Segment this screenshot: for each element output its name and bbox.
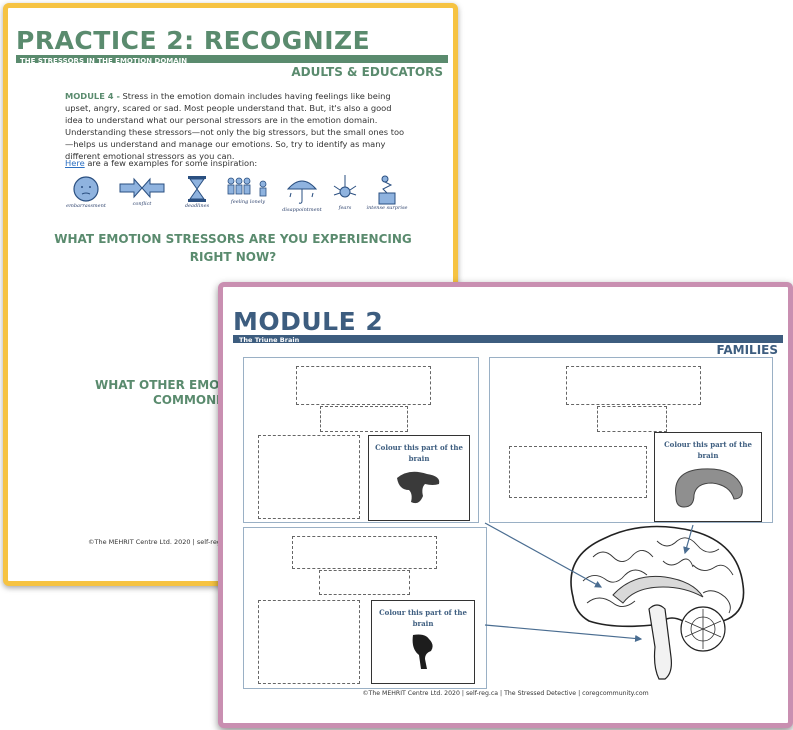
back-page-footer: ©The MEHRIT Centre Ltd. 2020 | self-reg.… <box>88 538 231 546</box>
module-label: MODULE 4 - <box>65 91 120 101</box>
jack-in-box-icon: intense surprise <box>363 175 411 211</box>
front-page-subtitle: The Triune Brain <box>239 336 300 344</box>
module-description: MODULE 4 - Stress in the emotion domain … <box>65 90 410 162</box>
icon-label: fears <box>338 205 352 211</box>
colour-prompt-label: Colour this part of the brain <box>375 443 463 463</box>
hourglass-icon: deadlines <box>177 175 217 209</box>
answer-box[interactable] <box>597 406 667 432</box>
answer-box[interactable] <box>258 435 360 519</box>
spider-icon: fears <box>331 175 359 211</box>
brain-panel-1: Colour this part of the brain <box>243 357 479 523</box>
colour-prompt-box: Colour this part of the brain <box>368 435 470 521</box>
brain-panel-3: Colour this part of the brain <box>243 527 487 689</box>
stressor-icons-row: embarrassment conflict deadlines feeling… <box>65 175 410 220</box>
umbrella-rain-icon: disappointment <box>279 175 325 213</box>
blushing-face-icon: embarrassment <box>65 175 107 209</box>
here-link[interactable]: Here <box>65 158 85 168</box>
back-title-bar <box>16 55 448 63</box>
icon-label: feeling lonely <box>230 199 266 205</box>
answer-box[interactable] <box>296 366 431 405</box>
icon-label: deadlines <box>184 203 210 209</box>
front-audience-label: FAMILIES <box>716 343 778 357</box>
limbic-system-icon <box>397 471 440 504</box>
front-title-bar <box>233 335 783 343</box>
question-other-stressors-line1: WHAT OTHER EMOTI <box>95 378 233 392</box>
answer-box[interactable] <box>292 536 437 569</box>
question-other-stressors-line2: COMMONLY <box>153 393 231 407</box>
colour-prompt-box: Colour this part of the brain <box>654 432 762 522</box>
lonely-people-icon: feeling lonely <box>223 175 273 205</box>
colour-prompt-box: Colour this part of the brain <box>371 600 475 684</box>
icon-label: intense surprise <box>366 205 408 211</box>
answer-box[interactable] <box>509 446 647 498</box>
module-paragraph: Stress in the emotion domain includes ha… <box>65 91 405 161</box>
front-page-title: MODULE 2 <box>233 307 384 336</box>
front-page-footer: ©The MEHRIT Centre Ltd. 2020 | self-reg.… <box>362 690 649 697</box>
answer-box[interactable] <box>258 600 360 684</box>
colour-prompt-label: Colour this part of the brain <box>664 440 752 460</box>
answer-box[interactable] <box>319 570 410 595</box>
icon-label: embarrassment <box>66 203 106 209</box>
answer-box[interactable] <box>320 406 408 432</box>
back-page-subtitle: THE STRESSORS IN THE EMOTION DOMAIN <box>20 57 188 65</box>
colour-prompt-label: Colour this part of the brain <box>379 608 467 628</box>
back-page-title: PRACTICE 2: RECOGNIZE <box>16 26 371 55</box>
examples-intro-text: are a few examples for some inspiration: <box>84 158 258 168</box>
brain-illustration <box>553 517 753 687</box>
question-current-stressors: WHAT EMOTION STRESSORS ARE YOU EXPERIENC… <box>54 232 412 264</box>
front-worksheet-page: MODULE 2 The Triune Brain FAMILIES Colou… <box>218 282 793 728</box>
brain-panel-2: Colour this part of the brain <box>489 357 773 523</box>
clashing-arrows-icon: conflict <box>117 175 167 207</box>
answer-box[interactable] <box>566 366 701 405</box>
brainstem-icon <box>412 634 433 669</box>
examples-intro: Here are a few examples for some inspira… <box>65 158 257 168</box>
icon-label: disappointment <box>282 207 322 213</box>
cortex-icon <box>675 468 743 508</box>
icon-label: conflict <box>132 201 152 207</box>
back-audience-label: ADULTS & EDUCATORS <box>291 65 443 79</box>
